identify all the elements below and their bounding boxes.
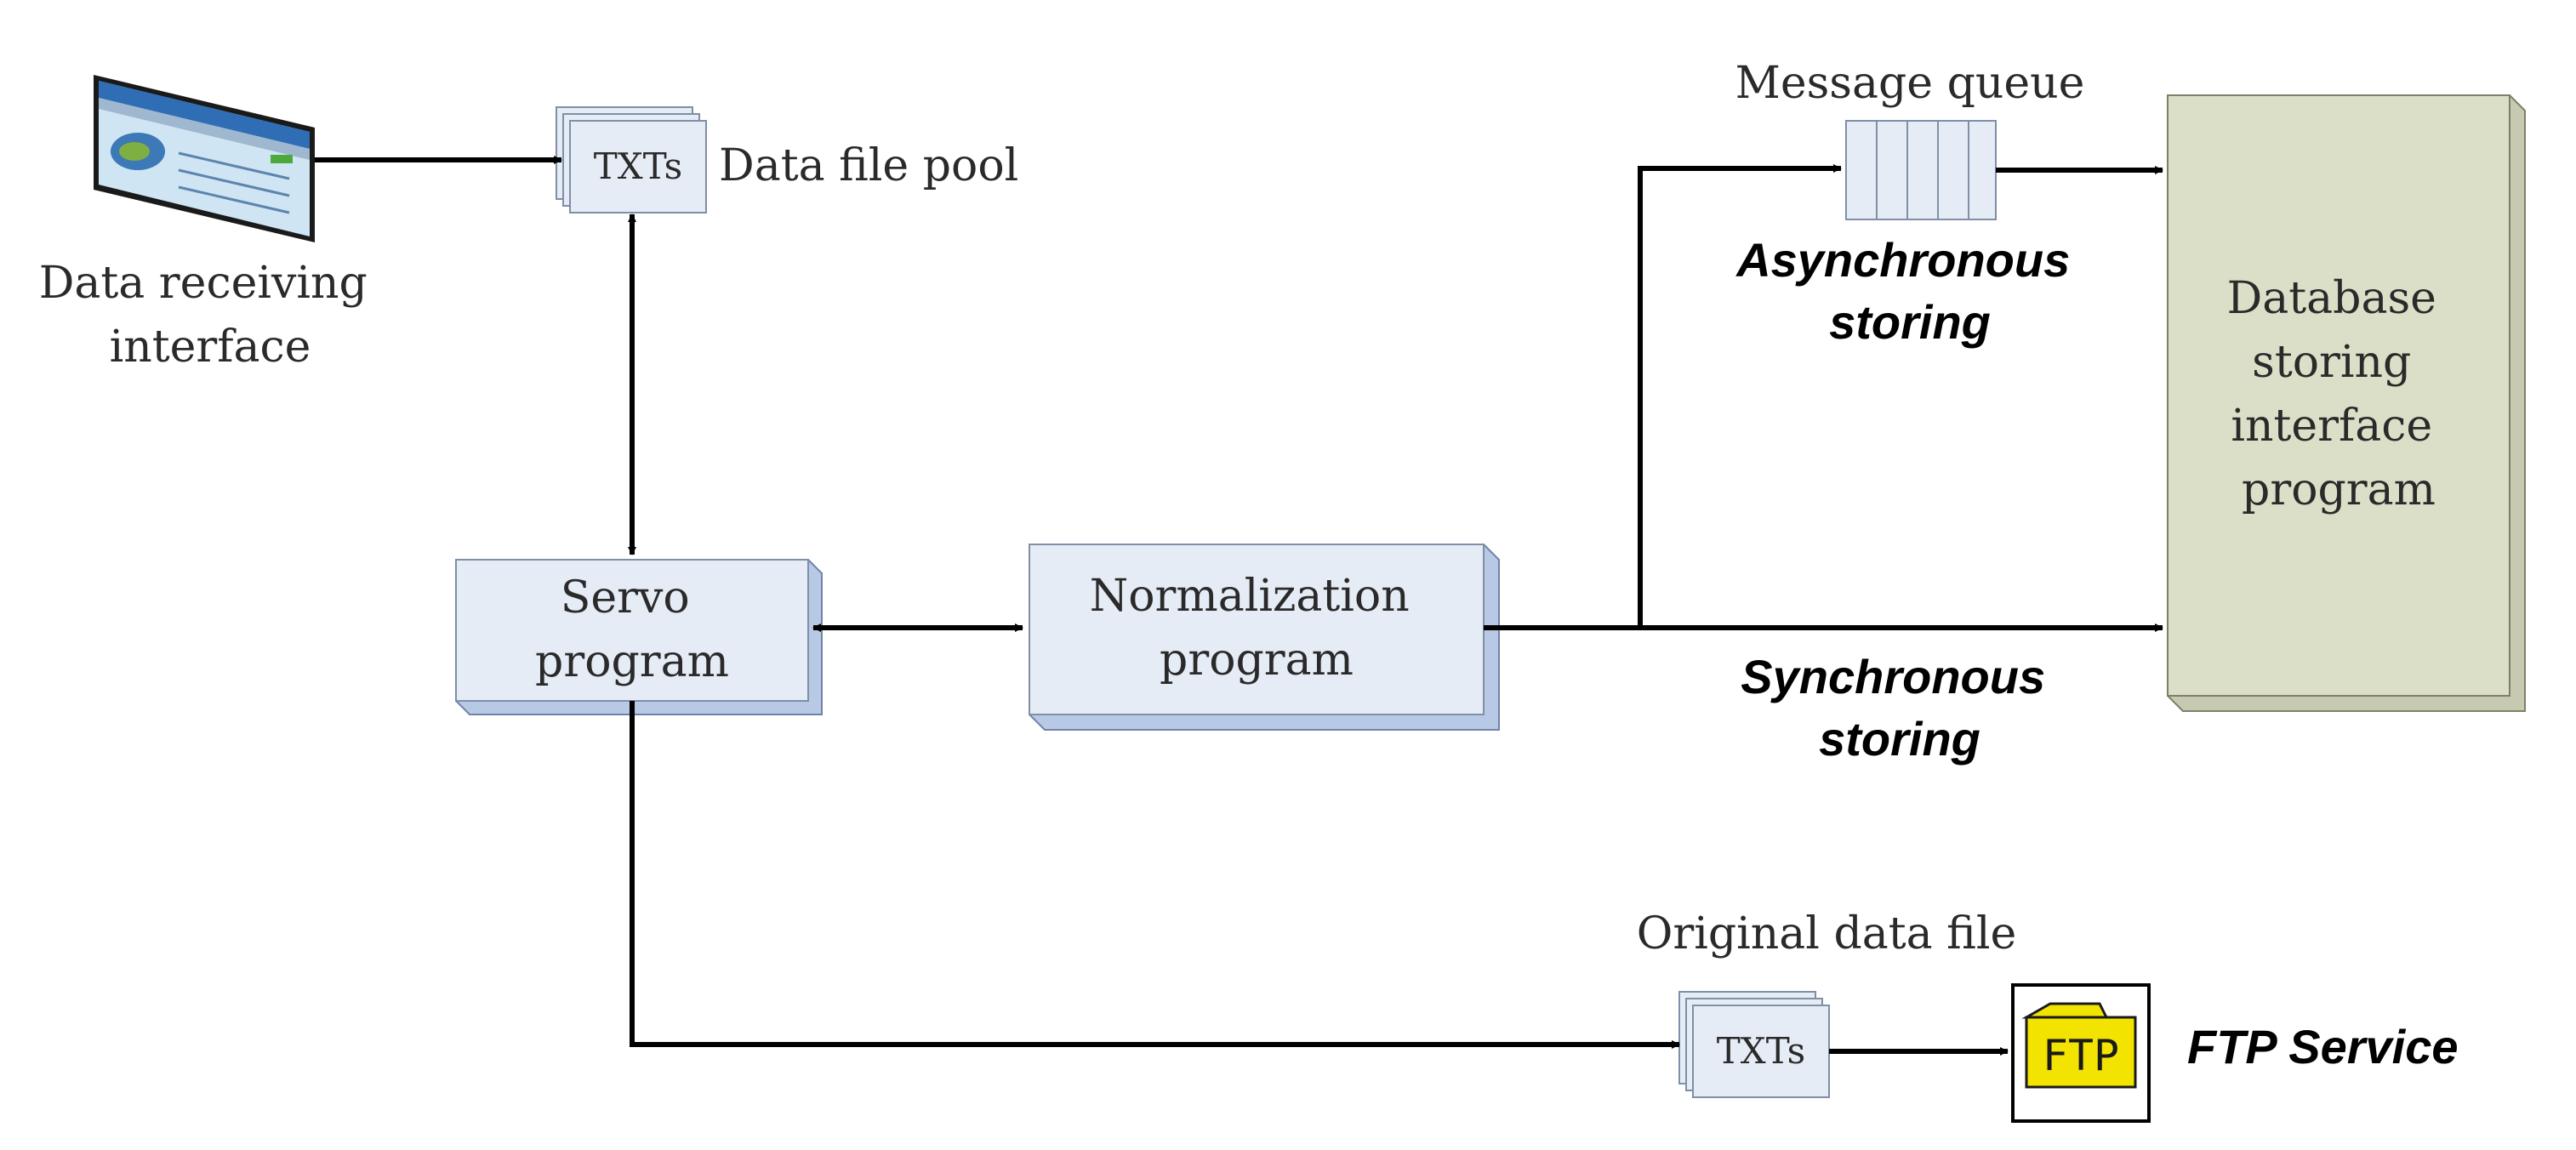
normalization-program-line-2: program bbox=[1160, 635, 1354, 686]
arrow-servo-to-original-data-file bbox=[630, 701, 1680, 1049]
data-receiving-interface-line-1: Data receiving bbox=[39, 258, 368, 309]
database-storing-line-1: Database bbox=[2227, 273, 2436, 324]
synchronous-storing-line-1: Synchronous bbox=[1741, 650, 2045, 703]
svg-text:Normalization program: Normalization program bbox=[1090, 571, 1424, 686]
database-storing-line-4: program bbox=[2242, 464, 2436, 515]
message-queue-icon bbox=[1845, 120, 1997, 220]
asynchronous-storing-label: Asynchronous storing bbox=[1735, 233, 2083, 349]
data-receiving-interface-line-2: interface bbox=[110, 322, 311, 373]
message-queue-label: Message queue bbox=[1735, 58, 2085, 109]
svg-text:Servo program: Servo program bbox=[535, 572, 729, 687]
normalization-program-line-1: Normalization bbox=[1090, 571, 1410, 622]
servo-program-line-2: program bbox=[535, 636, 729, 687]
database-storing-line-3: interface bbox=[2231, 401, 2432, 452]
connectors bbox=[315, 156, 2163, 1056]
database-storing-line-2: storing bbox=[2252, 337, 2411, 388]
data-receiving-interface-label: Data receiving interface bbox=[39, 258, 382, 373]
ftp-icon-text: FTP bbox=[2043, 1031, 2119, 1080]
data-file-pool-icon-text: TXTs bbox=[594, 145, 682, 187]
asynchronous-storing-line-1: Asynchronous bbox=[1735, 233, 2070, 287]
synchronous-storing-label: Synchronous storing bbox=[1741, 650, 2058, 766]
data-file-pool-label: Data file pool bbox=[719, 140, 1018, 191]
arrow-normalization-to-message-queue bbox=[1484, 164, 1842, 630]
original-data-file-icon-text: TXTs bbox=[1717, 1030, 1805, 1072]
servo-program-box: Servo program bbox=[455, 559, 823, 715]
ftp-folder-icon: FTP bbox=[2011, 983, 2151, 1123]
original-data-file-label: Original data file bbox=[1637, 908, 2017, 959]
database-storing-box: Database storing interface program bbox=[2167, 94, 2526, 712]
svg-text:Database storing i: Database storing interface program bbox=[2227, 273, 2451, 515]
normalization-program-box: Normalization program bbox=[1029, 544, 1500, 731]
asynchronous-storing-line-2: storing bbox=[1829, 295, 1991, 349]
data-file-pool-icon: TXTs bbox=[556, 106, 707, 213]
servo-program-line-1: Servo bbox=[561, 572, 690, 623]
synchronous-storing-line-2: storing bbox=[1819, 712, 1980, 766]
browser-window-icon bbox=[94, 75, 315, 242]
original-data-file-icon: TXTs bbox=[1678, 991, 1830, 1098]
ftp-service-label: FTP Service bbox=[2187, 1020, 2459, 1073]
